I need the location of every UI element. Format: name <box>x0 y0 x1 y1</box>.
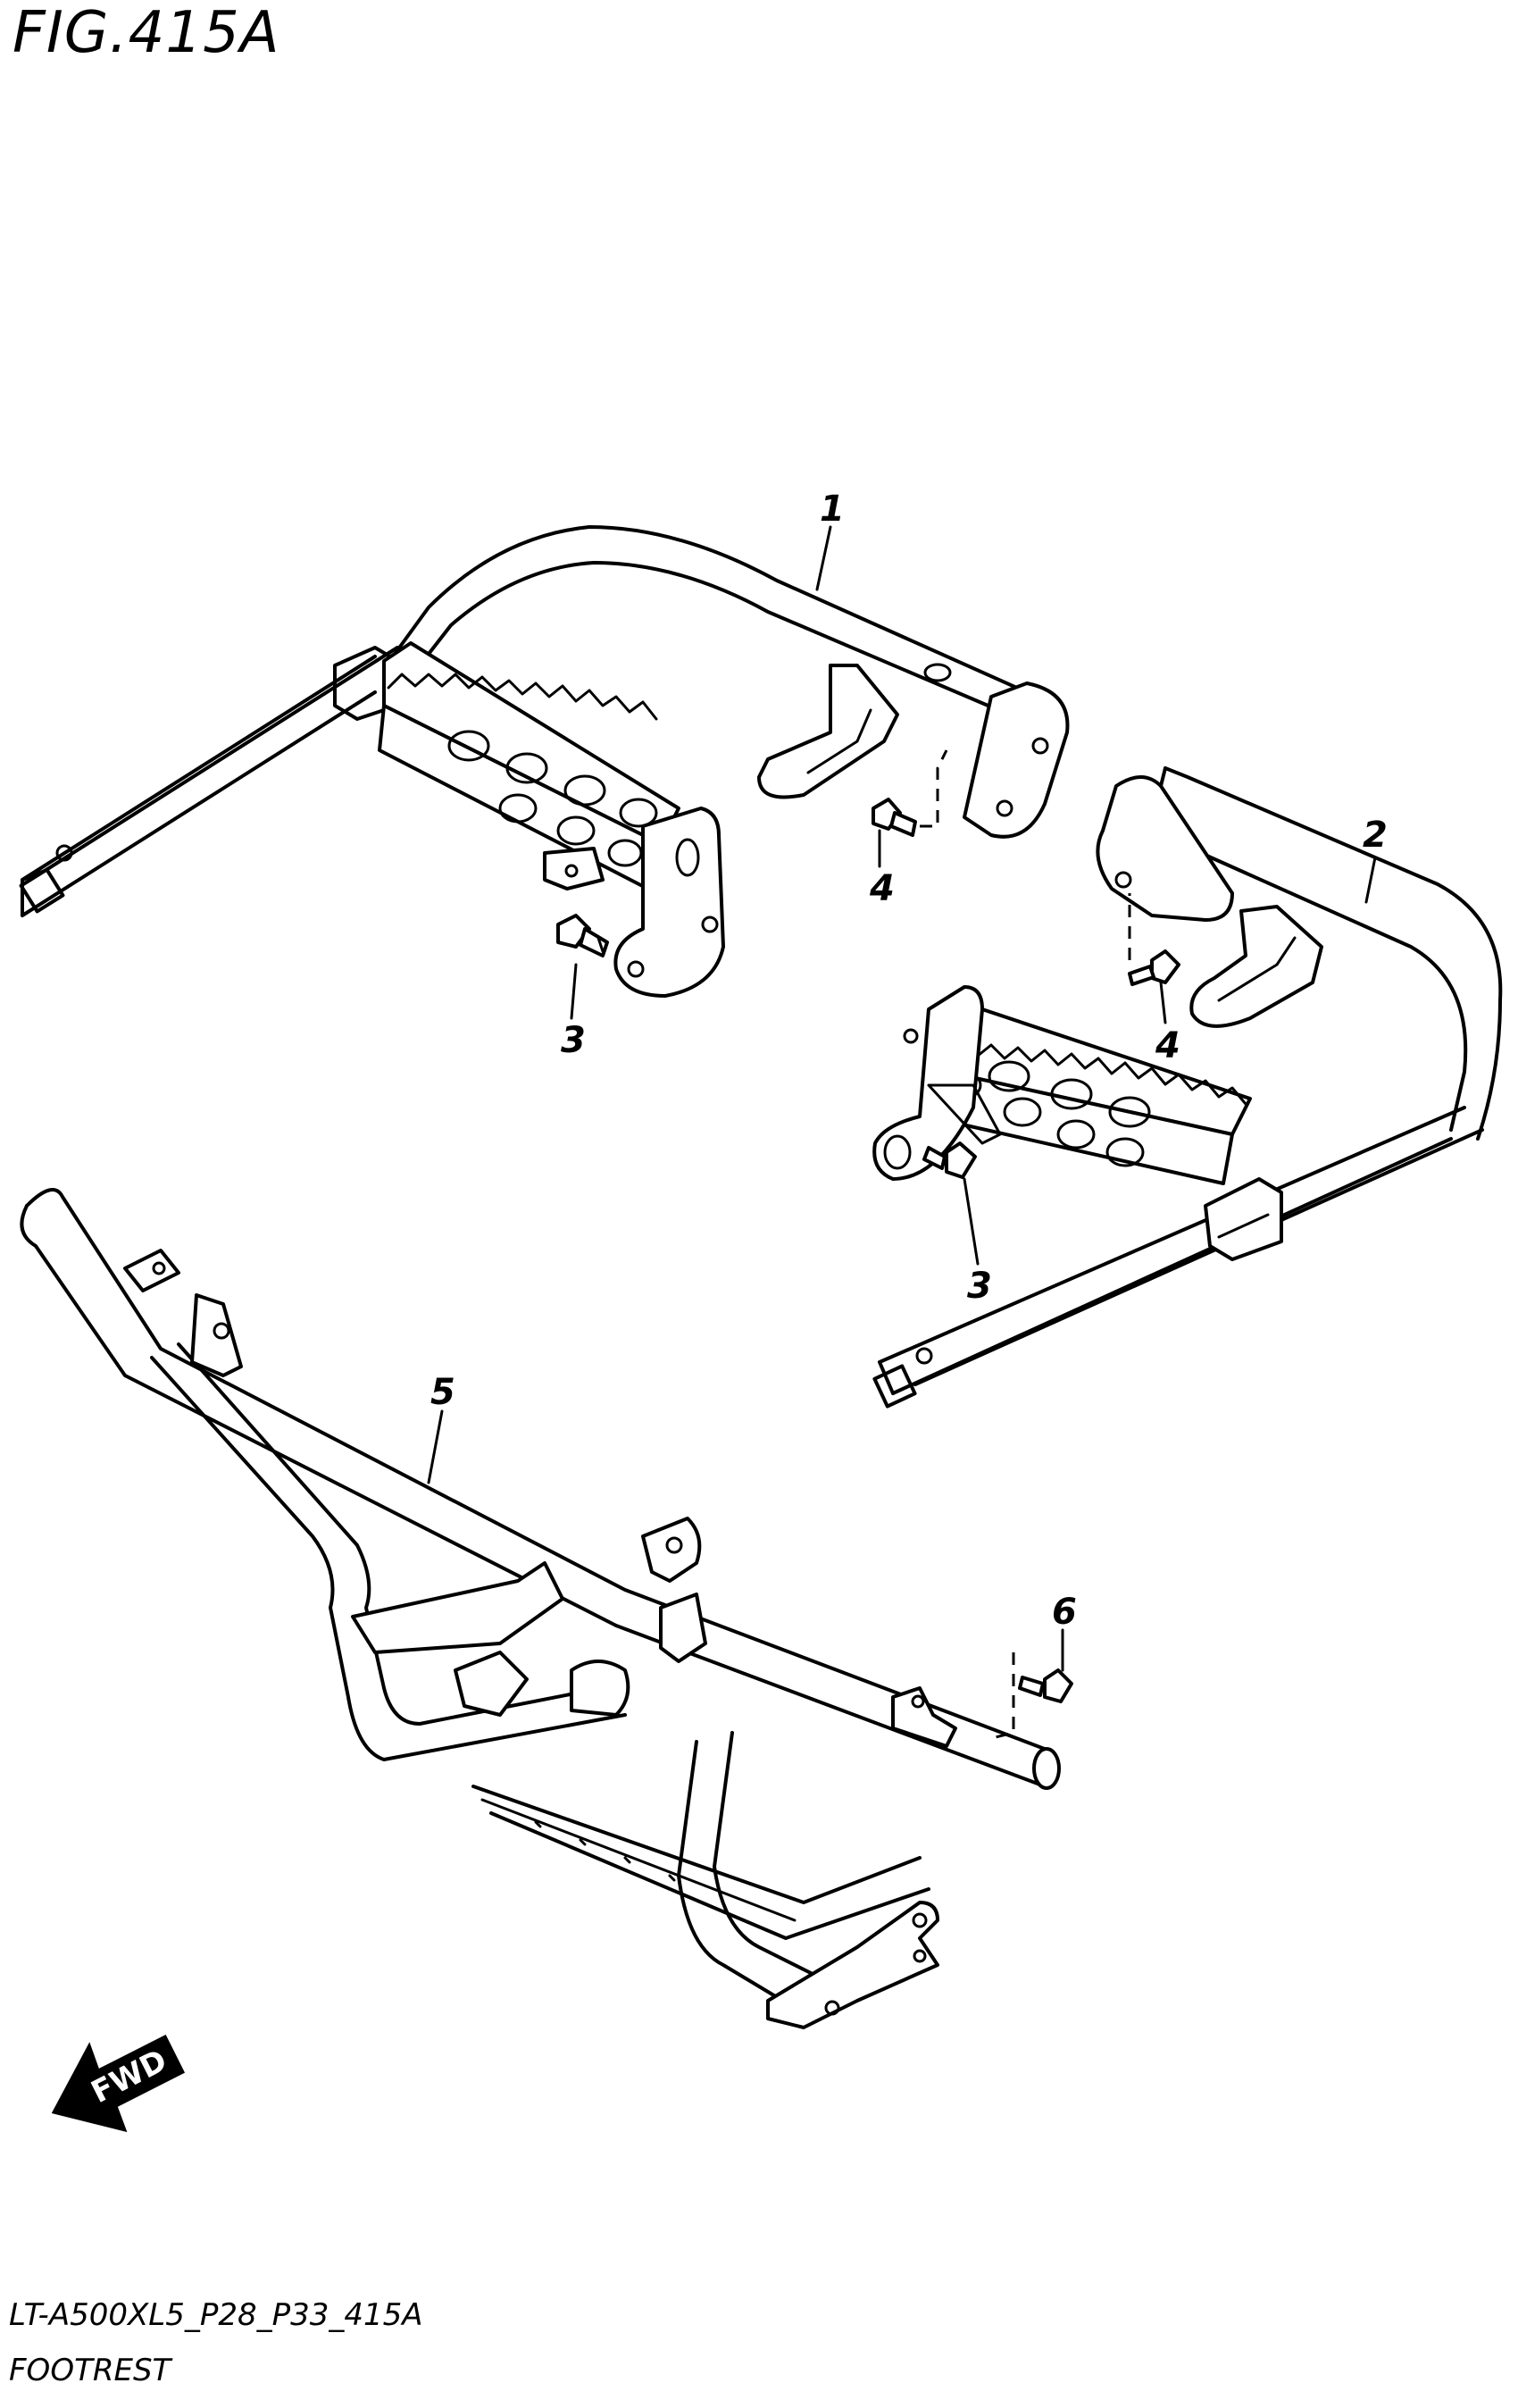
callout-2: 2 <box>1363 815 1388 856</box>
callout-6: 6 <box>1052 1592 1077 1633</box>
front-bumper-frame[interactable] <box>20 1188 1061 2029</box>
callout-leaders <box>427 525 1377 1672</box>
footrest-right-assembly[interactable] <box>872 766 1503 1409</box>
callout-3-right: 3 <box>967 1266 992 1307</box>
bolt-4-right[interactable] <box>1128 893 1180 986</box>
callout-1: 1 <box>820 489 845 530</box>
bolt-3-left[interactable] <box>556 914 609 957</box>
callout-5: 5 <box>430 1372 455 1413</box>
model-code: LT-A500XL5_P28_P33_415A <box>9 2297 423 2333</box>
bolt-4-left[interactable] <box>872 749 948 837</box>
footrest-left-assembly[interactable] <box>19 525 1070 998</box>
bolt-6[interactable] <box>995 1652 1073 1739</box>
section-name: FOOTREST <box>9 2353 171 2388</box>
callout-4-right: 4 <box>1155 1025 1180 1066</box>
bolt-3-right[interactable] <box>922 1141 977 1179</box>
figure-title: FIG.415A <box>13 0 280 66</box>
forward-arrow-icon: FWD <box>51 2034 186 2133</box>
callout-3-left: 3 <box>561 1020 586 1061</box>
callout-4-left: 4 <box>869 868 895 909</box>
